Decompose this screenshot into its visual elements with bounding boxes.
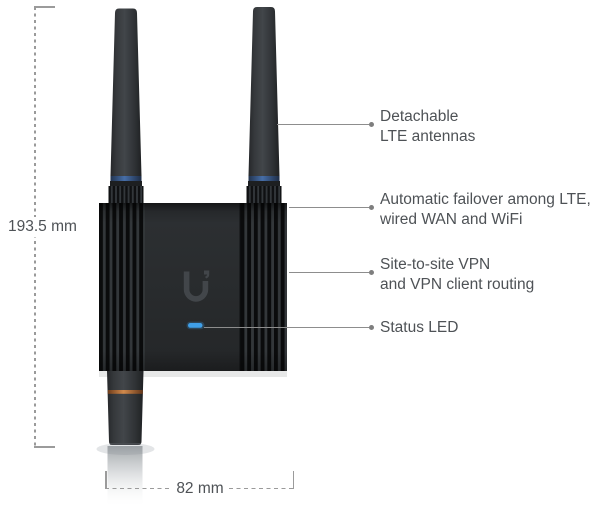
body-shading [99,203,287,371]
width-dimension-left-tick [105,471,107,489]
right-antenna-paddle [248,7,280,176]
bottom-reflection [96,443,155,508]
callout-line [277,123,369,125]
left-antenna-ring-blue [110,176,142,181]
width-dimension-right-tick [292,471,294,489]
left-antenna-connector [108,186,144,204]
callout-dot [369,324,374,330]
width-dimension-line-right [229,487,294,489]
body-shadow [99,371,287,377]
callout-line [289,271,369,273]
left-antenna-paddle [110,8,142,176]
callout-label: Automatic failover among LTE, wired WAN … [380,191,591,228]
left-antenna [108,8,144,204]
callout-label: Site-to-site VPN and VPN client routing [380,256,535,293]
right-antenna-ring-blue [248,176,280,181]
callout-dot [369,204,374,210]
device-body [99,203,287,371]
callout-line [289,206,369,208]
right-antenna-collar [248,181,280,187]
callout-label: Detachable LTE antennas [380,108,476,145]
ubiquiti-logo-icon [183,270,210,302]
height-dimension-top-bracket [34,6,55,8]
height-dimension-label: 193.5 mm [5,217,80,237]
right-antenna-connector [246,186,282,204]
bottom-antenna-connector [107,371,144,445]
width-dimension-line-left [105,487,169,489]
right-antenna [246,7,282,204]
callout-label: Status LED [380,319,459,336]
callout-line [203,326,369,328]
left-antenna-collar [110,181,142,187]
status-led [186,321,205,330]
bottom-connector-ring-orange [107,390,143,394]
width-dimension-label: 82 mm [176,480,224,497]
callout-dot [369,269,374,275]
callout-dot [369,121,374,127]
height-dimension-bottom-bracket [34,446,55,448]
